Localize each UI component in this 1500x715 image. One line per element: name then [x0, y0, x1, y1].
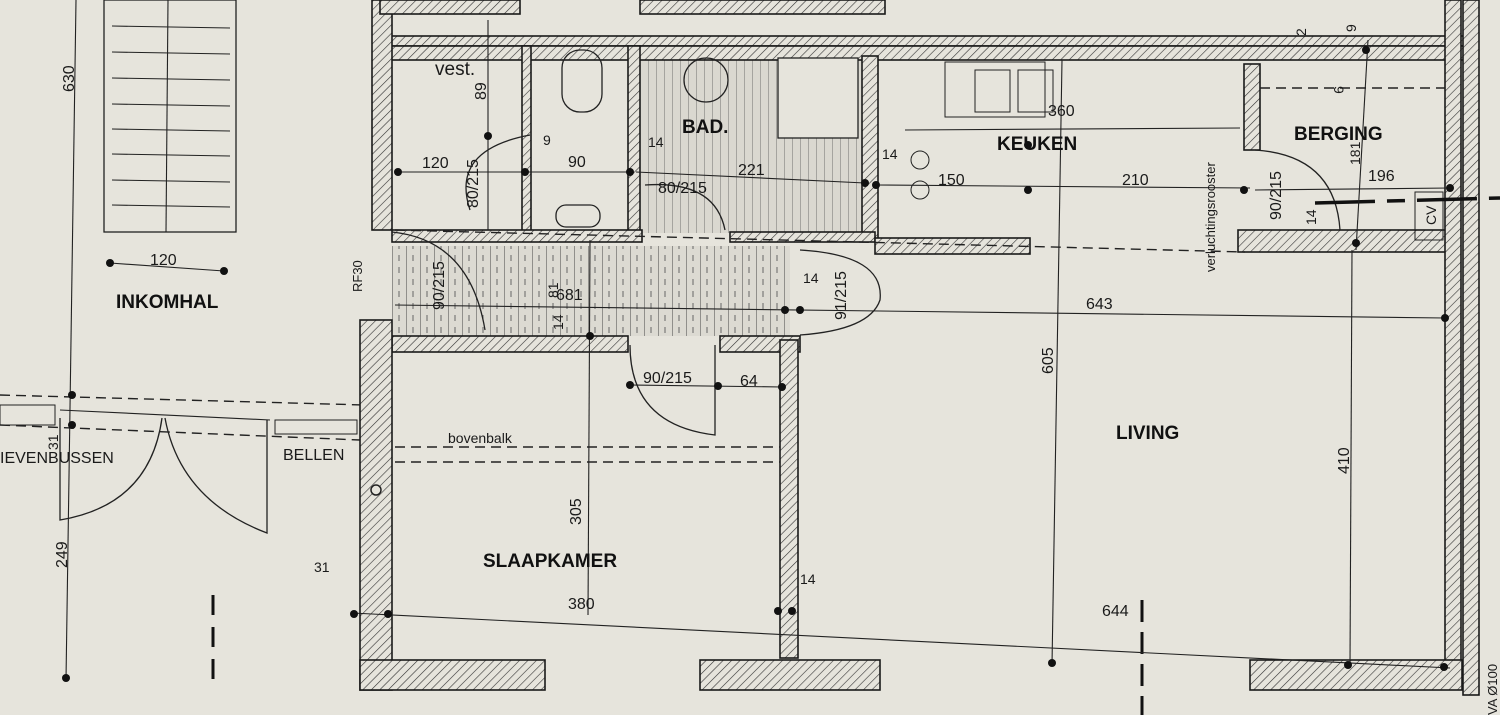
dim-label: 90 — [568, 154, 586, 171]
dim-label: 150 — [938, 172, 965, 189]
dimension-lines — [350, 20, 1454, 671]
dim-label: 681 — [556, 287, 583, 304]
note-va: VA Ø100 — [1485, 664, 1500, 715]
dim-label: 14 — [803, 270, 819, 286]
staircase — [65, 0, 237, 681]
note-brievenbussen: IEVENBUSSEN — [0, 450, 114, 467]
note-bovenbalk: bovenbalk — [448, 430, 513, 446]
dim-label: 249 — [54, 541, 71, 568]
dim-label: 80/215 — [658, 180, 707, 197]
room-label-slaapkamer: SLAAPKAMER — [483, 551, 617, 572]
dim-label: 643 — [1086, 296, 1113, 313]
hall-floor — [392, 246, 790, 336]
dim-label: 9 — [1343, 24, 1359, 32]
dim-label: 120 — [150, 252, 177, 269]
dim-label: 360 — [1048, 103, 1075, 120]
dim-label: 90/215 — [643, 370, 692, 387]
dim-label: 80/215 — [465, 159, 482, 208]
note-cv: CV — [1423, 205, 1439, 225]
room-label-inkomhal: INKOMHAL — [116, 292, 219, 313]
fixtures — [555, 49, 1444, 241]
dim-label: 9 — [1331, 86, 1347, 94]
dim-label: 90/215 — [1268, 171, 1285, 220]
dim-label: 64 — [740, 373, 758, 390]
dim-label: 2 — [1293, 28, 1309, 36]
note-rf30: RF30 — [350, 260, 365, 292]
note-bellen: BELLEN — [283, 447, 344, 464]
dim-label: 410 — [1336, 447, 1353, 474]
room-label-vest: vest. — [435, 59, 475, 80]
dim-label: 91/215 — [833, 271, 850, 320]
dim-label: 14 — [648, 134, 664, 150]
dim-label: 14 — [1303, 209, 1319, 225]
room-label-living: LIVING — [1116, 423, 1179, 444]
dim-label: 14 — [800, 571, 816, 587]
dim-label: 605 — [1040, 347, 1057, 374]
dim-label: 31 — [45, 434, 61, 450]
entrance-facade — [0, 391, 366, 690]
dim-label: 210 — [1122, 172, 1149, 189]
dim-label: 14 — [550, 314, 566, 330]
dim-label: 120 — [422, 155, 449, 172]
dim-label: 181 — [1347, 141, 1363, 165]
dim-label: 305 — [568, 498, 585, 525]
room-label-berging: BERGING — [1294, 124, 1383, 145]
dimension-labels: 630 120 31 249 89 120 80/215 9 90 14 80/… — [45, 24, 1395, 620]
dim-label: 644 — [1102, 603, 1129, 620]
note-verluchtingsrooster: verluchtingsrooster — [1203, 162, 1218, 272]
dim-label: 9 — [543, 132, 551, 148]
dim-label: 630 — [61, 65, 78, 92]
dim-label: 81 — [545, 282, 561, 298]
dim-label: 14 — [882, 146, 898, 162]
walls — [359, 0, 1480, 696]
doors — [391, 87, 1500, 715]
dim-label: 221 — [738, 162, 765, 179]
dim-label: 90/215 — [431, 261, 448, 310]
dim-label: 380 — [568, 596, 595, 613]
room-label-bad: BAD. — [682, 117, 728, 138]
dim-label: 31 — [314, 559, 330, 575]
room-label-keuken: KEUKEN — [997, 134, 1077, 155]
dim-label: 196 — [1368, 168, 1395, 185]
dim-label: 89 — [473, 82, 490, 100]
